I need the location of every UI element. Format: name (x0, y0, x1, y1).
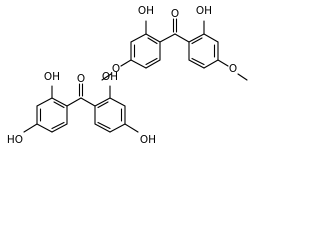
bottom-top-right-hydroxyl: OH (102, 71, 118, 83)
top-left-hydroxyl: OH (138, 5, 154, 17)
top-left-ring (130, 33, 161, 69)
bottom-left-ring (36, 97, 68, 133)
top-right-ring (188, 33, 219, 69)
bottom-right-ring (94, 97, 126, 133)
bottom-bottom-left-hydroxyl: HO (7, 134, 23, 146)
structure-canvas: O OH OH O O (7, 5, 248, 146)
top-right-methoxy-oxygen: O (229, 63, 237, 75)
molecule-bottom: O OH OH HO OH (7, 71, 156, 146)
top-carbonyl-oxygen: O (171, 8, 179, 20)
bottom-carbonyl-oxygen: O (77, 73, 85, 85)
bottom-top-left-hydroxyl: OH (44, 71, 60, 83)
top-right-hydroxyl: OH (196, 5, 212, 17)
bottom-bottom-right-hydroxyl: OH (140, 134, 156, 146)
molecule-top: O OH OH O O (101, 5, 248, 81)
top-left-methoxy-oxygen: O (112, 63, 120, 75)
structure-diagram: O OH OH O O (7, 5, 248, 146)
